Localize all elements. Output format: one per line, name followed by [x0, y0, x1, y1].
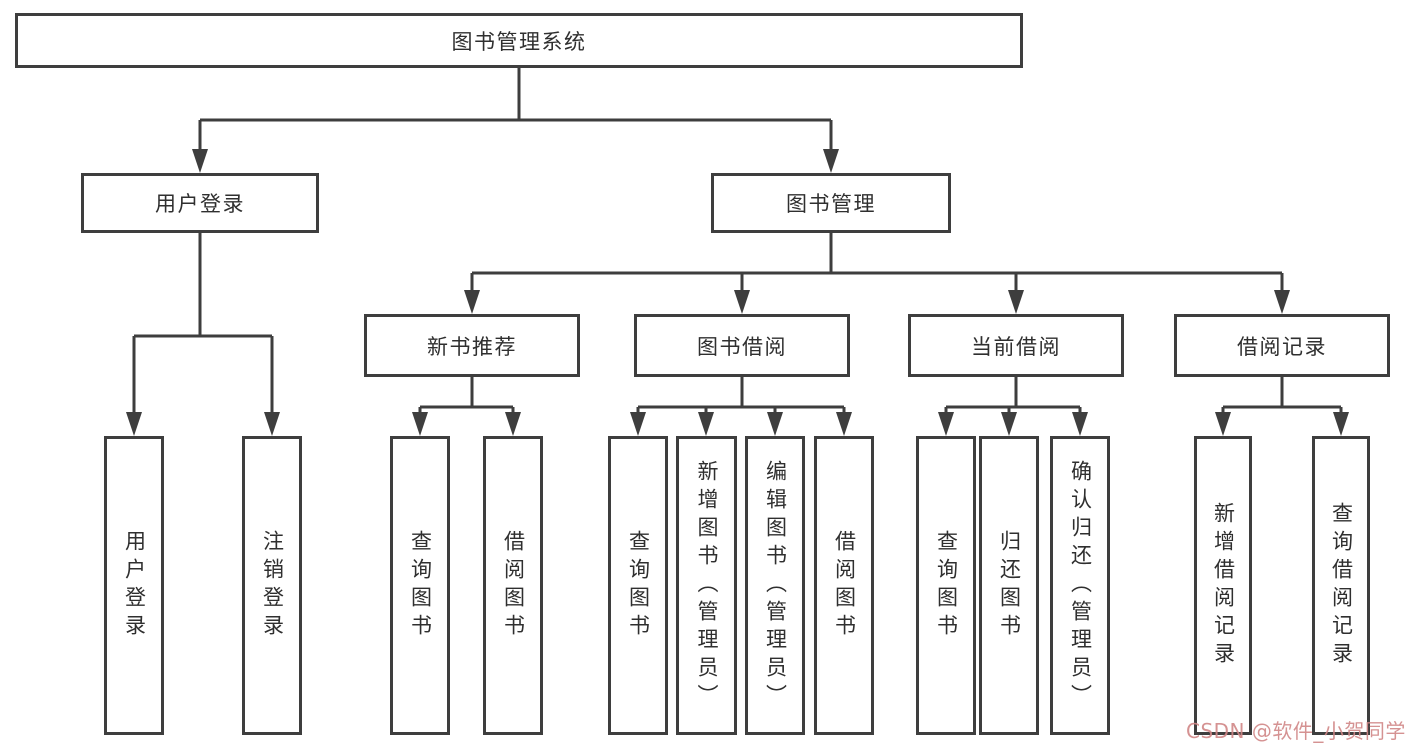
- node-label: 借阅图书: [501, 529, 526, 642]
- node-label: 注销登录: [260, 529, 285, 642]
- node-label: 图书管理系统: [451, 29, 587, 54]
- node-label: 查询图书: [934, 529, 959, 642]
- watermark: CSDN @软件_小贺同学: [1186, 719, 1405, 743]
- node-book-management-system: 图书管理系统: [15, 13, 1023, 68]
- node-label: 归还图书: [997, 529, 1022, 642]
- leaf-rec-query-borrow-record: 查询借阅记录: [1312, 436, 1370, 735]
- node-new-book-recommendation: 新书推荐: [364, 314, 580, 377]
- node-label: 查询图书: [626, 529, 651, 642]
- node-book-management: 图书管理: [711, 173, 951, 233]
- leaf-cb-confirm-return-admin: 确认归还（管理员）: [1050, 436, 1110, 735]
- node-label: 当前借阅: [971, 334, 1061, 359]
- node-label: 借阅图书: [832, 529, 857, 642]
- leaf-bb-borrow-book: 借阅图书: [814, 436, 874, 735]
- leaf-bb-query-book: 查询图书: [608, 436, 668, 735]
- node-current-borrowing: 当前借阅: [908, 314, 1124, 377]
- node-user-login: 用户登录: [81, 173, 319, 233]
- node-label: 借阅记录: [1237, 334, 1327, 359]
- node-label: 新增借阅记录: [1211, 501, 1236, 670]
- leaf-bb-edit-book-admin: 编辑图书（管理员）: [745, 436, 805, 735]
- node-label: 确认归还（管理员）: [1068, 459, 1093, 712]
- node-label: 查询借阅记录: [1329, 501, 1354, 670]
- leaf-cb-query-book: 查询图书: [916, 436, 976, 735]
- leaf-bb-add-book-admin: 新增图书（管理员）: [676, 436, 737, 735]
- leaf-user-login: 用户登录: [104, 436, 164, 735]
- node-label: 图书借阅: [697, 334, 787, 359]
- connector-path: [132, 68, 1343, 416]
- node-label: 新书推荐: [427, 334, 517, 359]
- node-label: 新增图书（管理员）: [695, 459, 719, 712]
- leaf-nbr-query-book: 查询图书: [390, 436, 450, 735]
- node-label: 用户登录: [122, 529, 147, 642]
- leaf-cb-return-book: 归还图书: [979, 436, 1039, 735]
- node-label: 图书管理: [786, 192, 876, 216]
- leaf-nbr-borrow-book: 借阅图书: [483, 436, 543, 735]
- node-book-borrowing: 图书借阅: [634, 314, 850, 377]
- node-label: 查询图书: [408, 529, 433, 642]
- node-borrowing-records: 借阅记录: [1174, 314, 1390, 377]
- arrowhead-icons: [126, 149, 1349, 436]
- node-label: 用户登录: [155, 192, 245, 216]
- node-label: 编辑图书（管理员）: [763, 459, 788, 712]
- leaf-rec-add-borrow-record: 新增借阅记录: [1194, 436, 1252, 735]
- leaf-logout-login: 注销登录: [242, 436, 302, 735]
